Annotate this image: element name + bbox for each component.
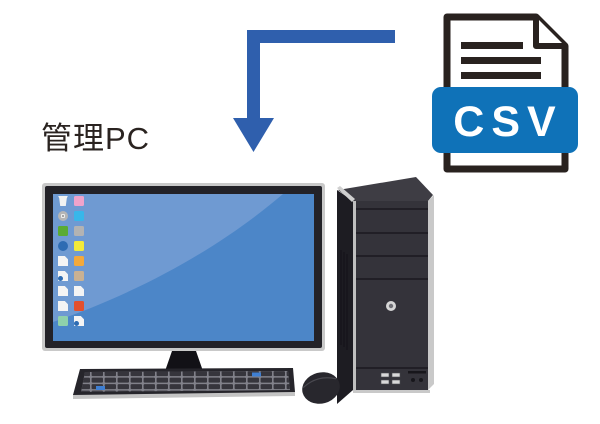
tower-drive-bay-lines xyxy=(356,208,428,280)
tower-side-vents xyxy=(340,250,348,350)
monitor-illustration xyxy=(42,183,325,374)
mouse-illustration xyxy=(302,372,340,404)
keyboard-illustration xyxy=(73,368,295,399)
csv-banner-label: CSV xyxy=(453,98,562,146)
tower-top-face xyxy=(338,177,433,201)
tower-top-left-trim xyxy=(337,186,355,202)
tower-bottom-trim xyxy=(353,390,430,393)
csv-document-fold xyxy=(533,17,565,49)
mouse-button-seam xyxy=(302,377,337,389)
pc-label: 管理PC xyxy=(41,121,151,156)
tower-right-trim xyxy=(428,195,434,390)
keyboard-blue-key-right xyxy=(252,372,261,377)
csv-banner xyxy=(432,87,578,153)
power-button-icon xyxy=(386,301,396,311)
mouse-body xyxy=(302,372,340,404)
tower-io-panel-line xyxy=(356,367,428,369)
tower-case-illustration xyxy=(337,177,434,404)
tower-front-left-trim xyxy=(353,201,356,390)
keyboard-bottom-rim xyxy=(73,391,295,399)
arrow-shape xyxy=(233,30,395,152)
usb-ports-icon xyxy=(380,372,401,385)
arrow-down-icon xyxy=(233,30,395,152)
csv-file-icon: CSV xyxy=(432,13,578,173)
csv-document-text-lines xyxy=(461,42,541,79)
tower-side-panel xyxy=(337,190,353,404)
screen-highlight xyxy=(53,194,283,322)
keyboard-blue-key-left xyxy=(96,386,105,390)
tower-front-face xyxy=(356,201,428,390)
keyboard-keys xyxy=(81,371,290,392)
monitor-stand xyxy=(164,351,204,374)
tower-slot-and-jacks xyxy=(408,371,426,382)
